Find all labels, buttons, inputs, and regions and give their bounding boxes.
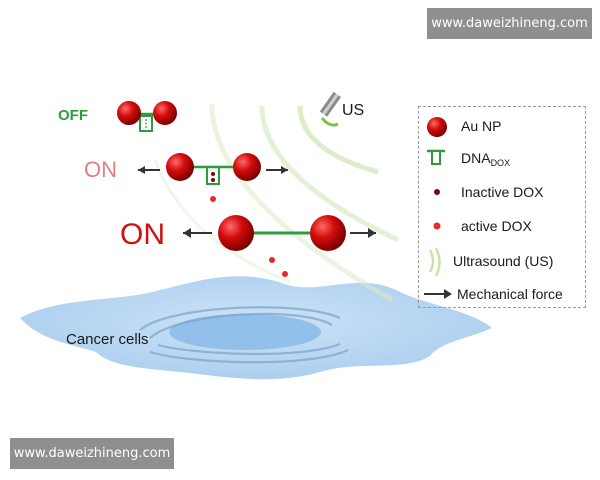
legend-dna-text: DNA — [461, 150, 491, 166]
endoplasmic-reticulum — [139, 306, 349, 364]
legend-au-np-icon — [427, 117, 447, 137]
dox-release-medium — [210, 196, 216, 202]
legend — [418, 106, 586, 308]
legend-dna-subscript: DOX — [490, 158, 511, 168]
state-on-medium-label: ON — [84, 157, 117, 182]
legend-active-dox-icon — [433, 222, 441, 230]
legend-active-dox-label: active DOX — [461, 218, 532, 234]
watermark-top: www.daweizhineng.com — [427, 8, 592, 39]
ultrasound-waves — [153, 103, 400, 303]
watermark-bottom: www.daweizhineng.com — [10, 438, 174, 469]
legend-au-np-label: Au NP — [461, 118, 502, 134]
state-off-label: OFF — [58, 107, 88, 124]
legend-dna-icon — [427, 149, 445, 165]
np-pair-on-medium — [138, 153, 288, 202]
dox-release-large-1 — [269, 257, 275, 263]
legend-inactive-dox-icon — [434, 189, 440, 195]
us-transducer-icon — [319, 91, 341, 127]
cancer-cells-label: Cancer cells — [66, 331, 149, 348]
us-label: US — [342, 102, 365, 119]
cell-nucleus — [169, 314, 321, 350]
legend-ultrasound-label: Ultrasound (US) — [453, 253, 554, 269]
legend-ultrasound-icon — [428, 247, 441, 277]
np-pair-off — [117, 101, 177, 132]
legend-force-label: Mechanical force — [457, 286, 563, 302]
np-pair-on-large — [183, 215, 376, 277]
legend-force-arrow-icon — [424, 289, 452, 299]
state-on-large-label: ON — [120, 218, 165, 251]
legend-inactive-dox-label: Inactive DOX — [461, 184, 544, 200]
legend-dna-label: DNADOX — [461, 150, 510, 168]
legend-symbols — [424, 117, 452, 299]
dox-release-large-2 — [282, 271, 288, 277]
